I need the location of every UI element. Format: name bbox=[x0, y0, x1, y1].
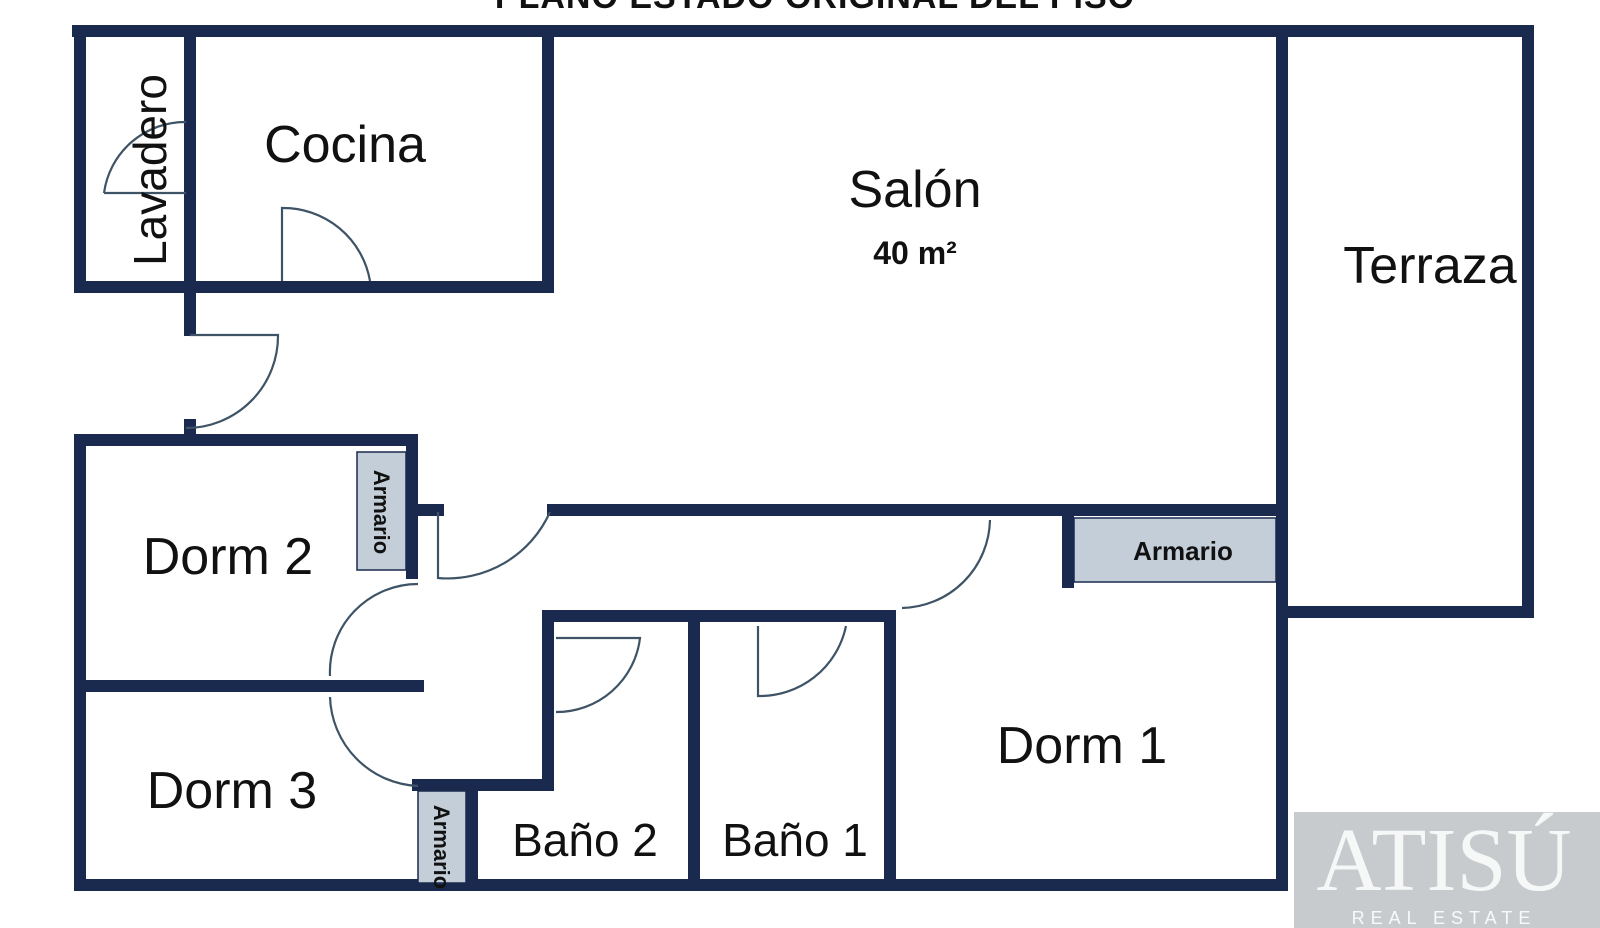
watermark-brand: ATISÚ bbox=[1316, 811, 1571, 910]
door-cocina bbox=[280, 206, 372, 282]
label-closet-corridor: Armario bbox=[1133, 536, 1233, 566]
closet-labels: Armario Armario Armario bbox=[369, 470, 1233, 889]
door-entrance bbox=[185, 333, 280, 430]
label-salon: Salón bbox=[849, 161, 982, 219]
label-closet-dorm2: Armario bbox=[369, 470, 394, 554]
label-salon-area: 40 m² bbox=[873, 235, 957, 271]
closet-corridor bbox=[1073, 517, 1277, 583]
label-lavadero: Lavadero bbox=[124, 74, 176, 266]
door-dorm1 bbox=[901, 519, 992, 610]
door-bano2 bbox=[555, 636, 642, 714]
door-dorm2 bbox=[436, 511, 552, 580]
label-bano2: Baño 2 bbox=[512, 814, 658, 866]
label-bano1: Baño 1 bbox=[722, 814, 868, 866]
label-dorm1: Dorm 1 bbox=[997, 717, 1167, 775]
walls bbox=[72, 25, 1534, 891]
label-terraza: Terraza bbox=[1343, 237, 1516, 295]
closets bbox=[356, 451, 1277, 884]
door-dorm3 bbox=[328, 696, 419, 788]
label-closet-dorm3: Armario bbox=[429, 805, 454, 889]
closet-dorm3 bbox=[417, 790, 467, 884]
door-dorm2-lower bbox=[328, 582, 419, 677]
doors bbox=[102, 120, 992, 788]
door-lavadero bbox=[102, 120, 187, 195]
watermark-sub: REAL ESTATE bbox=[1352, 908, 1537, 928]
closet-dorm2 bbox=[356, 451, 407, 571]
plan-title: PLANO ESTADO ORIGINAL DEL PISO bbox=[495, 0, 1135, 16]
watermark: ATISÚ REAL ESTATE bbox=[1294, 811, 1600, 928]
label-dorm2: Dorm 2 bbox=[143, 528, 313, 586]
label-cocina: Cocina bbox=[264, 116, 426, 174]
label-dorm3: Dorm 3 bbox=[147, 762, 317, 820]
door-bano1 bbox=[756, 625, 848, 698]
room-labels: Lavadero Cocina Salón 40 m² Terraza Dorm… bbox=[124, 74, 1517, 866]
